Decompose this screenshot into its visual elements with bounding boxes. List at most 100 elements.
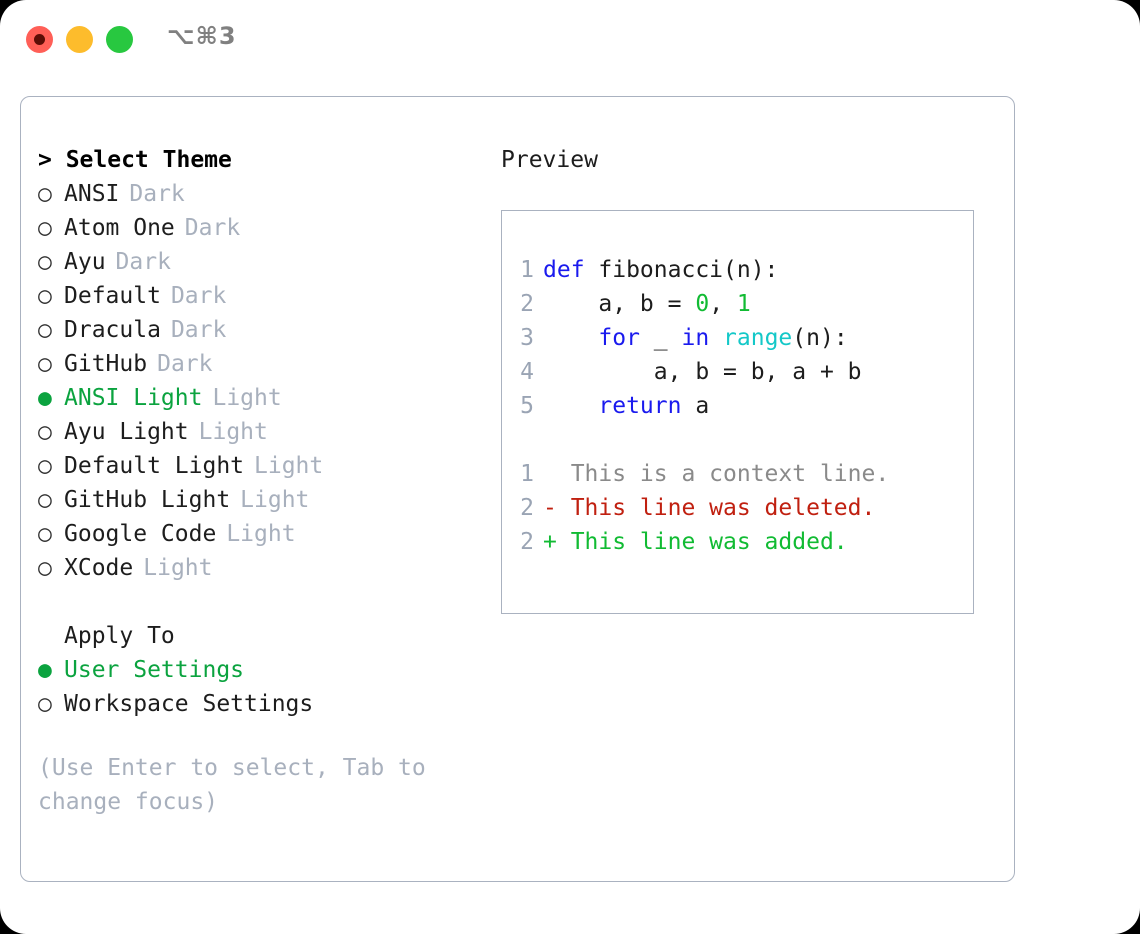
theme-option-ayu[interactable]: ○ Ayu Dark [38, 245, 478, 279]
radio-unselected-icon: ○ [38, 555, 52, 581]
code-token: a, b = b, a + b [543, 359, 862, 385]
minimize-button[interactable] [66, 26, 93, 53]
radio-unselected-icon: ○ [38, 351, 52, 377]
diff-text: This is a context line. [543, 461, 890, 487]
theme-name: ANSI [64, 181, 120, 207]
theme-variant-tag: Light [226, 521, 296, 547]
theme-variant-tag: Light [198, 419, 268, 445]
radio-unselected-icon: ○ [38, 419, 52, 445]
apply-to-label: Workspace Settings [64, 691, 314, 717]
theme-variant-tag: Light [143, 555, 213, 581]
radio-unselected-icon: ○ [38, 249, 52, 275]
theme-name: XCode [64, 555, 134, 581]
code-line: 3 for _ in range(n): [512, 321, 967, 355]
theme-name: Google Code [64, 521, 217, 547]
theme-name: Dracula [64, 317, 161, 343]
theme-variant-tag: Dark [157, 351, 213, 377]
radio-selected-icon: ● [38, 657, 52, 683]
code-token: for [598, 325, 640, 351]
maximize-button[interactable] [106, 26, 133, 53]
apply-to-label: User Settings [64, 657, 245, 683]
code-line: 2 a, b = 0, 1 [512, 287, 967, 321]
diff-text: + This line was added. [543, 529, 848, 555]
radio-unselected-icon: ○ [38, 691, 52, 717]
code-line: 4 a, b = b, a + b [512, 355, 967, 389]
theme-name: Atom One [64, 215, 175, 241]
theme-variant-tag: Dark [115, 249, 171, 275]
theme-name: Default [64, 283, 161, 309]
diff-line-ctx: 1 This is a context line. [512, 457, 967, 491]
code-token: def [543, 257, 599, 283]
code-token: 1 [736, 291, 751, 317]
diff-lines: 1 This is a context line.2- This line wa… [512, 457, 967, 559]
theme-name: GitHub Light [64, 487, 231, 513]
theme-variant-tag: Light [254, 453, 324, 479]
keyboard-hint-text: (Use Enter to select, Tab to change focu… [38, 755, 426, 815]
theme-name: ANSI Light [64, 385, 203, 411]
line-number: 2 [520, 495, 534, 521]
apply-to-list: ● User Settings ○ Workspace Settings [38, 653, 478, 721]
apply-to-title: Apply To [64, 623, 175, 649]
theme-name: GitHub [64, 351, 148, 377]
radio-unselected-icon: ○ [38, 283, 52, 309]
radio-unselected-icon: ○ [38, 215, 52, 241]
theme-variant-tag: Dark [170, 317, 227, 343]
code-token [709, 325, 723, 351]
theme-option-xcode[interactable]: ○ XCode Light [38, 551, 478, 585]
theme-option-default[interactable]: ○ Default Dark [38, 279, 478, 313]
code-token: range [723, 325, 793, 351]
line-number: 1 [520, 257, 534, 283]
theme-list-header: > Select Theme [38, 147, 232, 173]
code-token [543, 393, 598, 419]
code-token: 0 [695, 291, 710, 317]
theme-variant-tag: Dark [184, 215, 241, 241]
line-number: 1 [520, 461, 534, 487]
radio-unselected-icon: ○ [38, 487, 52, 513]
theme-option-github-light[interactable]: ○ GitHub Light Light [38, 483, 478, 517]
theme-option-atom-one[interactable]: ○ Atom One Dark [38, 211, 478, 245]
code-token: in [681, 325, 710, 351]
code-token [543, 325, 598, 351]
theme-name: Ayu [64, 249, 106, 275]
theme-option-github[interactable]: ○ GitHub Dark [38, 347, 478, 381]
code-token: (n): [792, 325, 848, 351]
close-button[interactable] [26, 26, 53, 53]
diff-line-add: 2 + This line was added. [512, 525, 967, 559]
radio-unselected-icon: ○ [38, 181, 52, 207]
radio-unselected-icon: ○ [38, 521, 52, 547]
radio-selected-icon: ● [38, 385, 52, 411]
radio-unselected-icon: ○ [38, 317, 52, 343]
radio-unselected-icon: ○ [38, 453, 52, 479]
line-number: 3 [520, 325, 534, 351]
code-line: 5 return a [512, 389, 967, 423]
list-spacer [38, 585, 478, 619]
line-number: 2 [520, 529, 534, 555]
theme-option-google-code[interactable]: ○ Google Code Light [38, 517, 478, 551]
theme-option-dracula[interactable]: ○ Dracula Dark [38, 313, 478, 347]
code-token: _ [639, 325, 682, 351]
theme-variant-tag: Dark [170, 283, 227, 309]
line-number: 2 [520, 291, 534, 317]
title-bar: ⌥⌘3 [0, 0, 1140, 80]
line-number: 5 [520, 393, 534, 419]
theme-variant-tag: Light [240, 487, 310, 513]
code-token: , [709, 291, 737, 317]
code-token: a [681, 393, 710, 419]
apply-to-option-workspace-settings[interactable]: ○ Workspace Settings [38, 687, 478, 721]
apply-to-option-user-settings[interactable]: ● User Settings [38, 653, 478, 687]
code-token: a, b = [543, 291, 696, 317]
line-number: 4 [520, 359, 534, 385]
code-token: return [598, 393, 682, 419]
